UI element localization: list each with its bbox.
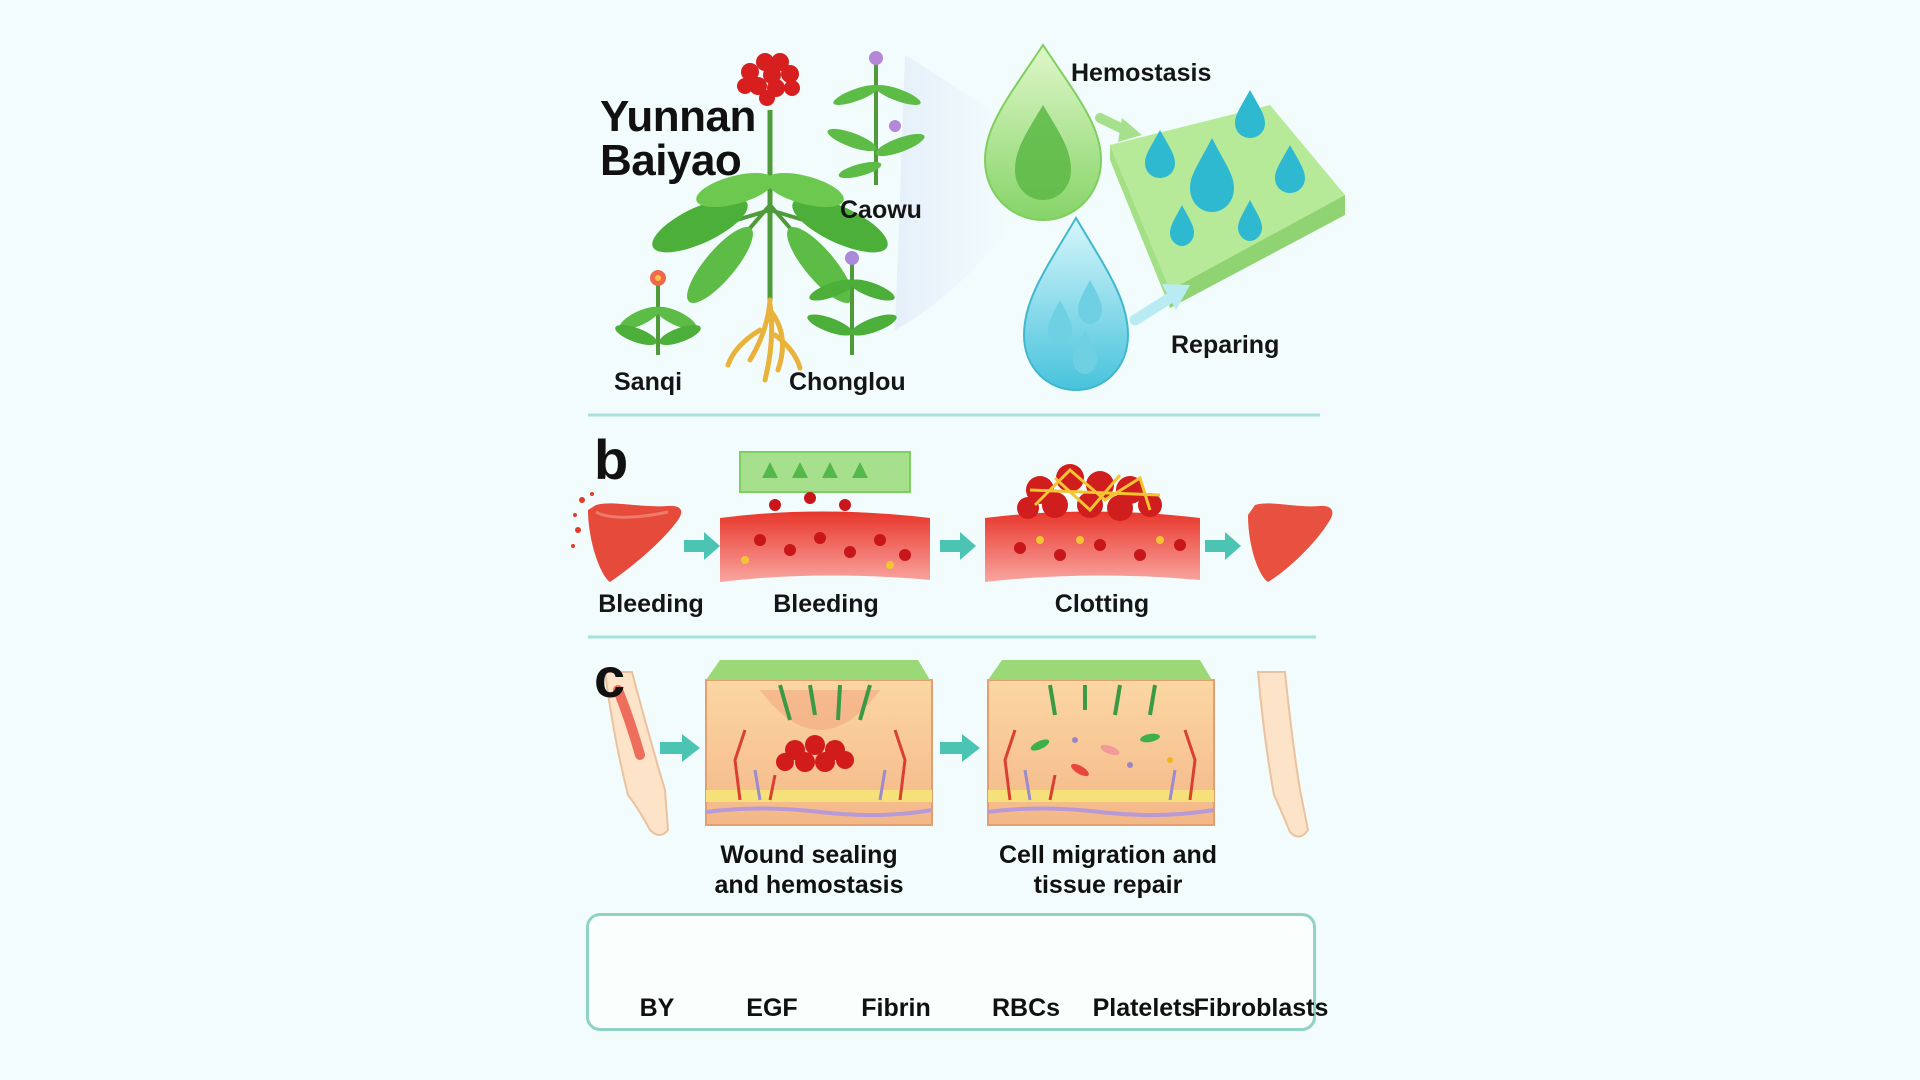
panel-letter-b: b [594,428,629,491]
arrow-b3 [1205,532,1241,560]
legend-item-by: BY [602,916,712,1028]
caption-2-line-1: Cell migration and [998,841,1218,869]
title-line-1: Yunnan [600,92,756,141]
legend-label-fibrin: Fibrin [861,994,931,1022]
arrow-to-patch-head [1118,118,1142,142]
wounded-arm-icon [603,671,670,836]
title-line-2: Baiyao [600,136,742,185]
hydrogel-drop-icon [983,43,1103,222]
arrow-drop-to-patch [1129,292,1176,326]
vessel-with-clot-icon [985,464,1200,582]
caption-2-line-2: tissue repair [1033,871,1183,899]
arrow-b1 [684,532,720,560]
caption-1-line-1: Wound sealing [720,841,898,869]
legend-item-egf: EGF [717,916,827,1028]
legend-label-fibroblasts: Fibroblasts [1193,994,1329,1022]
legend-item-platelets: Platelets [1089,916,1199,1028]
caption-cell-migration: Cell migration and tissue repair [999,840,1217,900]
chonglou-plant-icon [807,251,897,355]
legend-item-fibroblasts: Fibroblasts [1194,916,1329,1028]
sanqi-small-plant-icon [615,270,701,355]
projection-beam [895,55,1010,330]
tissue-block-sealing-icon [705,660,933,826]
hydrogel-patch-icon [1110,90,1345,308]
step-label-bleeding-1: Bleeding [598,590,704,618]
step-label-clotting: Clotting [1054,590,1150,618]
label-reparing: Reparing [1171,331,1280,359]
arrow-c1 [660,734,700,762]
arrow-b2 [940,532,976,560]
legend-item-rbcs: RBCs [971,916,1081,1028]
caption-wound-sealing: Wound sealing and hemostasis [715,840,904,900]
legend-label-by: BY [639,994,675,1022]
step-label-bleeding-2: Bleeding [773,590,879,618]
vessel-with-hydrogel-icon [720,451,930,582]
herb-label-chonglou: Chonglou [789,368,906,396]
legend-label-rbcs: RBCs [991,994,1061,1022]
figure-title: Yunnan Baiyao [600,95,756,183]
tissue-block-repair-icon [987,660,1215,826]
sanqi-main-plant-icon [652,53,888,383]
legend-label-platelets: Platelets [1092,994,1196,1022]
arrow-c2 [940,734,980,762]
legend-box: BY EGF Fibrin RBCs Platelets Fibroblasts [586,913,1329,1031]
panel-letter-c: c [594,646,626,709]
legend-item-fibrin: Fibrin [841,916,951,1028]
herb-label-sanqi: Sanqi [614,368,683,396]
caption-1-line-2: and hemostasis [714,871,904,899]
water-drop-icon [1022,216,1130,392]
legend-label-egf: EGF [746,994,798,1022]
label-hemostasis: Hemostasis [1071,59,1212,87]
herb-label-caowu: Caowu [840,196,922,224]
caowu-plant-icon [827,51,925,185]
healed-arm-icon [1256,671,1310,838]
liver-healed-icon [1248,503,1333,582]
liver-bleeding-icon [571,492,682,582]
arrow-drop-to-patch-head [1162,284,1190,310]
